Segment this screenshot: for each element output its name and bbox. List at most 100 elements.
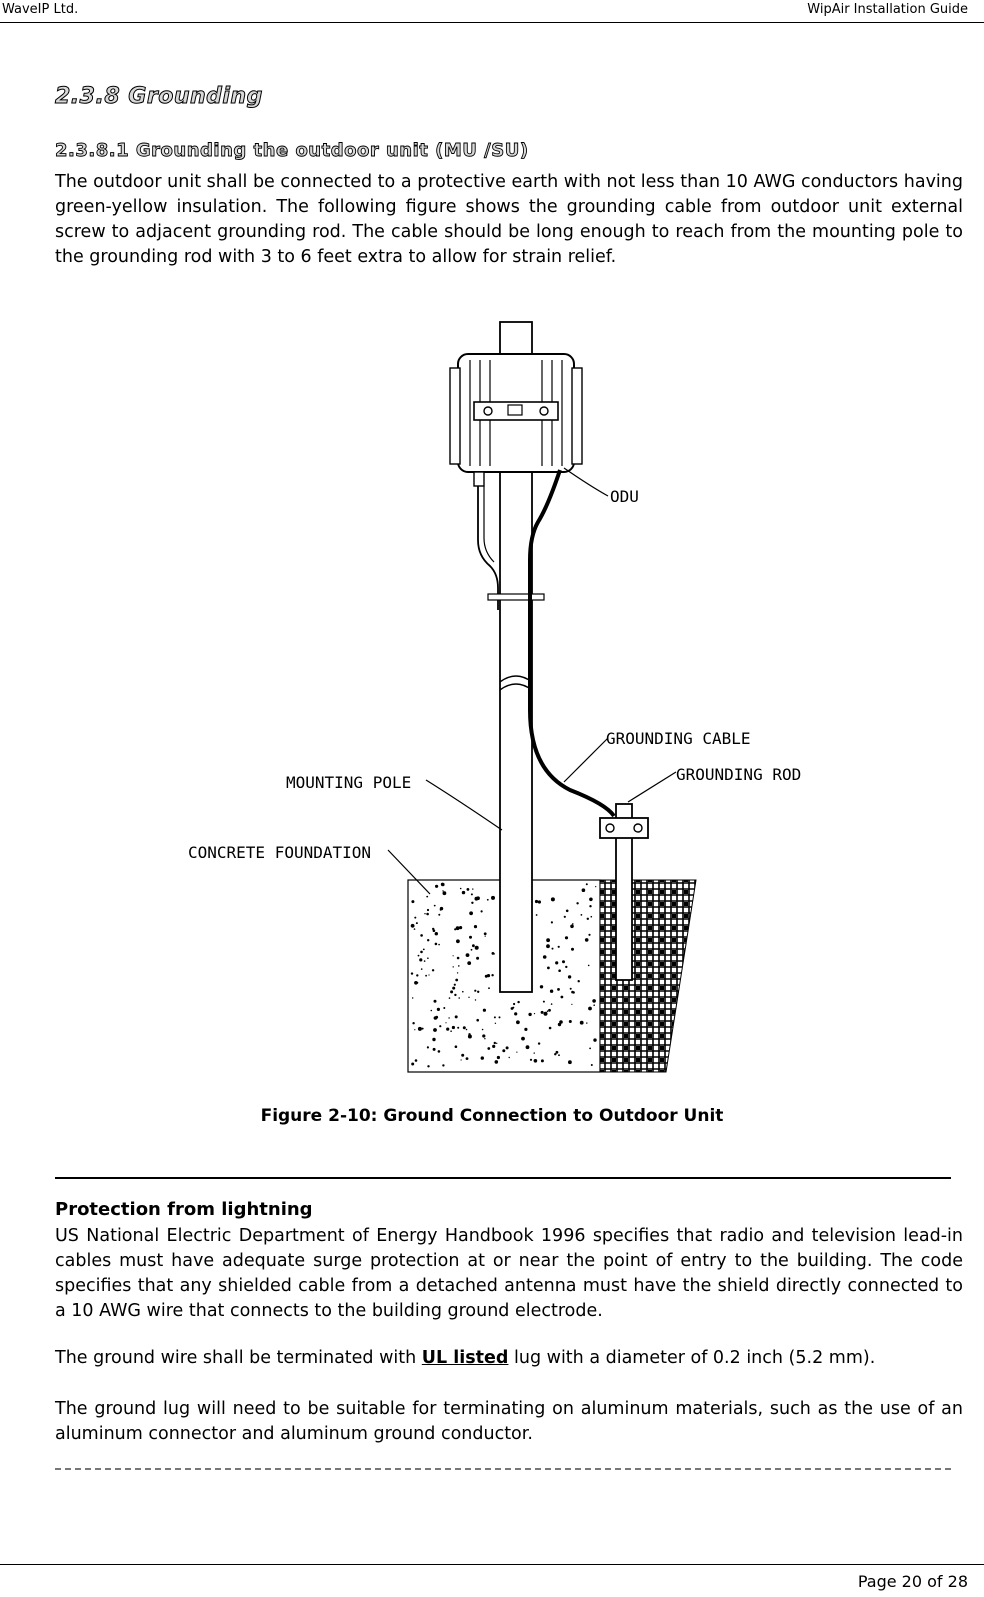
concrete-speckle bbox=[448, 997, 451, 999]
concrete-speckle bbox=[422, 948, 425, 951]
concrete-speckle bbox=[533, 1059, 538, 1063]
concrete-speckle bbox=[456, 972, 459, 974]
lightning-title: Protection from lightning bbox=[55, 1199, 313, 1220]
concrete-speckle bbox=[468, 996, 470, 998]
concrete-speckle bbox=[513, 1002, 516, 1006]
concrete-speckle bbox=[433, 1028, 437, 1032]
concrete-speckle bbox=[460, 1059, 462, 1061]
concrete-speckle bbox=[589, 897, 593, 902]
figure-caption: Figure 2-10: Ground Connection to Outdoo… bbox=[260, 1106, 724, 1126]
concrete-speckle bbox=[551, 947, 554, 950]
concrete-speckle bbox=[484, 935, 486, 937]
concrete-speckle bbox=[548, 1008, 551, 1012]
concrete-speckle bbox=[488, 987, 490, 990]
concrete-speckle bbox=[508, 1056, 510, 1059]
concrete-leader bbox=[387, 849, 431, 895]
concrete-speckle bbox=[480, 1056, 484, 1060]
concrete-speckle bbox=[588, 933, 591, 936]
concrete-speckle bbox=[557, 988, 560, 991]
concrete-speckle bbox=[590, 1064, 593, 1066]
concrete-speckle bbox=[452, 986, 456, 990]
subsection-heading: 2.3.8.1 Grounding the outdoor unit (MU /… bbox=[55, 140, 529, 162]
concrete-speckle bbox=[456, 939, 460, 944]
concrete-speckle bbox=[516, 1051, 518, 1053]
lightning-paragraph-2: The ground wire shall be terminated with… bbox=[55, 1346, 963, 1371]
concrete-speckle bbox=[557, 945, 560, 948]
concrete-speckle bbox=[452, 955, 454, 957]
concrete-speckle bbox=[441, 882, 445, 887]
concrete-speckle bbox=[529, 1058, 533, 1061]
concrete-speckle bbox=[568, 1060, 572, 1065]
concrete-speckle bbox=[474, 945, 479, 950]
concrete-speckle bbox=[491, 952, 495, 955]
concrete-speckle bbox=[455, 978, 459, 982]
concrete-speckle bbox=[470, 893, 473, 896]
concrete-speckle bbox=[533, 1052, 535, 1054]
concrete-speckle bbox=[415, 922, 418, 925]
concrete-speckle bbox=[595, 886, 597, 888]
concrete-speckle bbox=[427, 939, 430, 942]
concrete-speckle bbox=[537, 900, 541, 904]
concrete-speckle bbox=[414, 916, 417, 919]
concrete-speckle bbox=[453, 983, 456, 986]
grounding-cable bbox=[528, 469, 616, 818]
concrete-speckle bbox=[476, 1018, 480, 1022]
concrete-speckle bbox=[516, 1020, 520, 1025]
concrete-speckle bbox=[494, 1022, 497, 1024]
concrete-speckle bbox=[481, 1028, 484, 1031]
concrete-speckle bbox=[414, 1059, 418, 1062]
concrete-speckle bbox=[434, 942, 438, 946]
concrete-speckle bbox=[576, 902, 579, 905]
concrete-speckle bbox=[435, 884, 439, 888]
concrete-speckle bbox=[571, 1003, 573, 1006]
concrete-speckle bbox=[571, 990, 574, 994]
concrete-speckle bbox=[502, 1049, 506, 1053]
concrete-speckle bbox=[550, 1003, 553, 1005]
concrete-speckle bbox=[439, 908, 442, 911]
concrete-speckle bbox=[446, 1027, 450, 1031]
concrete-speckle bbox=[417, 1026, 422, 1031]
concrete-speckle bbox=[426, 908, 430, 912]
concrete-speckle bbox=[438, 913, 441, 916]
concrete-speckle bbox=[589, 1047, 591, 1050]
concrete-speckle bbox=[439, 1025, 442, 1028]
concrete-speckle bbox=[477, 990, 480, 993]
concrete-speckle bbox=[533, 1013, 536, 1015]
label-odu: ODU bbox=[610, 487, 639, 506]
concrete-speckle bbox=[466, 888, 470, 891]
concrete-speckle bbox=[593, 1004, 595, 1006]
rod-clamp bbox=[599, 817, 649, 839]
concrete-speckle bbox=[492, 1044, 496, 1048]
concrete-speckle bbox=[411, 1062, 415, 1066]
concrete-speckle bbox=[577, 980, 580, 983]
odu-cable bbox=[477, 486, 499, 610]
concrete-speckle bbox=[565, 965, 568, 969]
concrete-speckle bbox=[559, 1020, 563, 1024]
concrete-speckle bbox=[496, 1055, 500, 1060]
concrete-speckle bbox=[494, 1060, 499, 1064]
concrete-speckle bbox=[571, 947, 574, 951]
concrete-speckle bbox=[427, 957, 429, 959]
concrete-speckle bbox=[482, 1008, 486, 1012]
concrete-speckle bbox=[433, 904, 436, 907]
concrete-speckle bbox=[537, 1042, 541, 1045]
concrete-speckle bbox=[425, 974, 427, 977]
concrete-speckle bbox=[505, 1046, 509, 1050]
lightning-paragraph-1: US National Electric Department of Energ… bbox=[55, 1226, 963, 1321]
concrete-speckle bbox=[467, 961, 472, 965]
concrete-speckle bbox=[442, 1064, 445, 1067]
concrete-speckle bbox=[457, 927, 459, 930]
header-company: WaveIP Ltd. bbox=[2, 2, 79, 17]
concrete-speckle bbox=[528, 1012, 532, 1017]
concrete-speckle bbox=[540, 1010, 544, 1014]
concrete-speckle bbox=[417, 954, 420, 957]
concrete-speckle bbox=[498, 1016, 501, 1019]
concrete-speckle bbox=[474, 999, 477, 1001]
concrete-speckle bbox=[421, 1027, 424, 1030]
concrete-speckle bbox=[452, 966, 454, 968]
concrete-speckle bbox=[590, 915, 593, 918]
soil-hatch bbox=[599, 879, 697, 1073]
concrete-speckle bbox=[483, 932, 487, 936]
concrete-speckle bbox=[557, 1022, 562, 1027]
concrete-speckle bbox=[586, 917, 589, 920]
